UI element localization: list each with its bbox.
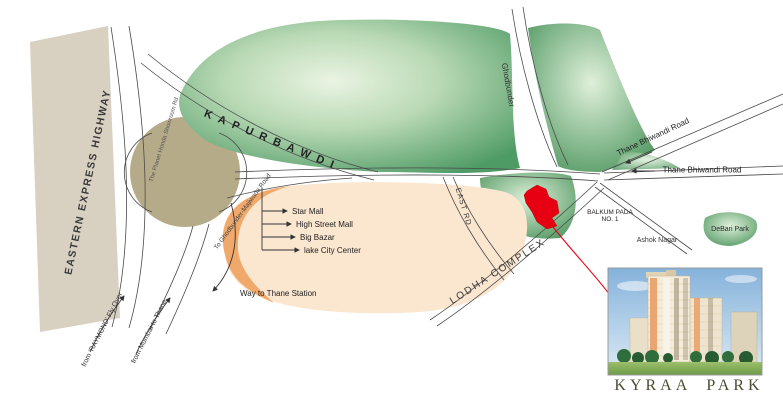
lodha-complex-edge	[222, 186, 290, 303]
building-tank	[666, 270, 676, 278]
building-photo	[608, 268, 762, 375]
raymond-flyover-arrow	[89, 295, 125, 353]
road-eastern-express-1	[110, 26, 127, 328]
highway-band	[30, 26, 120, 332]
road-east-rd-1	[442, 176, 505, 281]
roundabout-arc-left	[123, 132, 153, 213]
arrows	[89, 151, 655, 355]
cloud	[725, 275, 757, 283]
window-strip	[708, 298, 713, 362]
mumbai-thane-arrow	[135, 297, 171, 355]
debari-park-area	[703, 212, 758, 246]
bhiwandi-upper-arrow	[625, 151, 653, 164]
road-southeast-2	[594, 186, 688, 255]
label-way-to-thane-station: Way to Thane Station	[240, 289, 317, 298]
road-main-1	[234, 167, 601, 175]
photo-grass	[608, 362, 762, 375]
label-landmark-star-mall: Star Mall	[292, 207, 324, 216]
label-landmark-lake-city-center: lake City Center	[304, 246, 361, 255]
road-south-2	[165, 223, 210, 335]
building-parapet	[646, 272, 670, 278]
label-balkum-pada: BALKUM PADA NO. 1	[587, 209, 633, 224]
road-lodha-1	[429, 181, 598, 321]
road-main-2	[234, 174, 599, 182]
photo-frame	[607, 267, 763, 376]
balcony-strip	[663, 278, 670, 360]
thane-station-arrow	[212, 202, 236, 292]
window-strip	[674, 278, 679, 360]
road-majiwada-slip	[226, 177, 353, 199]
road-east-rd-2	[452, 176, 515, 275]
road-bhiwandi-upper-1	[601, 93, 783, 173]
road-kapurbawdi-1	[147, 53, 379, 173]
balcony-strip	[694, 298, 700, 362]
balcony-strip	[650, 278, 657, 360]
green-area-north-east	[528, 23, 655, 172]
location-connector-line	[552, 226, 614, 300]
project-location-marker	[523, 184, 560, 230]
road-southeast-1	[599, 182, 693, 251]
window-strip	[683, 278, 688, 360]
road-ghodbunder-2	[522, 6, 569, 166]
trees	[617, 349, 753, 365]
project-name: KYRAA PARK	[614, 377, 764, 394]
label-ashok-nagar: Ashok Nagar	[636, 236, 678, 244]
roads	[110, 6, 783, 335]
green-area-main	[179, 19, 521, 174]
cloud	[617, 281, 653, 291]
road-lodha-2	[436, 187, 605, 327]
kapurbawdi-junction-circle	[130, 117, 240, 227]
road-ghodbunder-1	[511, 8, 558, 168]
label-landmark-high-street-mall: High Street Mall	[296, 220, 353, 229]
roundabout-arc-right	[218, 132, 248, 213]
label-debari-park: DeBari Park	[711, 225, 749, 233]
road-eastern-express-2	[128, 25, 146, 329]
lodha-complex-area	[222, 182, 528, 314]
road-kapurbawdi-2	[140, 62, 375, 181]
green-wedge-junction	[612, 152, 680, 170]
label-landmark-big-bazar: Big Bazar	[300, 233, 335, 242]
road-bhiwandi-upper-2	[607, 103, 783, 181]
label-thane-bhiwandi-road-east: Thane Bhiwandi Road	[662, 165, 742, 175]
road-bhiwandi-east-2	[603, 173, 783, 181]
